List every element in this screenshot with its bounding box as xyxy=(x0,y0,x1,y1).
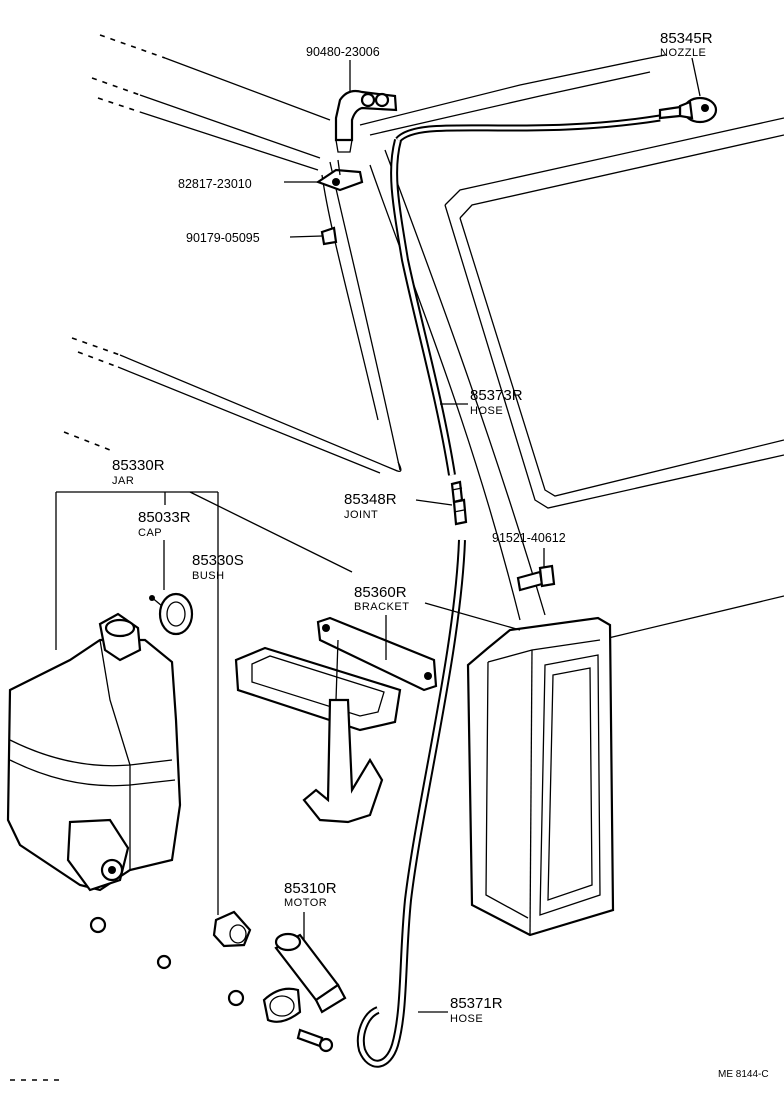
grommet-90480-23006 xyxy=(334,89,398,153)
callout-part-name: CAP xyxy=(138,527,162,539)
washer-jar-85330r xyxy=(6,612,182,892)
callout-part-no: 85310R xyxy=(284,880,337,897)
diagram-code: ME 8144-C xyxy=(718,1069,769,1080)
callout-part-name: MOTOR xyxy=(284,897,327,909)
small-fasteners xyxy=(89,916,334,1053)
callout-85310r: 85310R MOTOR xyxy=(284,880,337,909)
callout-part-no: 85373R xyxy=(470,387,523,404)
clip-90179-05095 xyxy=(320,226,338,246)
callout-91521-40612: 91521-40612 xyxy=(492,531,566,545)
callout-part-name: HOSE xyxy=(470,405,503,417)
callout-85371r: 85371R HOSE xyxy=(450,995,503,1025)
callout-85360r: 85360R BRACKET xyxy=(354,584,409,613)
callout-82817-23010: 82817-23010 xyxy=(178,177,252,191)
callout-85033r: 85033R CAP xyxy=(138,509,191,539)
vehicle-body-outline xyxy=(63,34,784,641)
callout-part-name: JAR xyxy=(112,475,134,487)
callout-part-no: 85330R xyxy=(112,457,165,474)
callout-90480-23006: 90480-23006 xyxy=(306,45,380,59)
callout-85330r: 85330R JAR xyxy=(112,457,165,487)
callout-part-name: NOZZLE xyxy=(660,47,706,59)
callout-part-no: 85360R xyxy=(354,584,407,601)
callout-part-no: 85033R xyxy=(138,509,191,526)
callout-part-no: 85330S xyxy=(192,552,244,569)
callout-85373r: 85373R HOSE xyxy=(470,387,523,417)
footer: ME 8144-C xyxy=(10,1069,769,1081)
callout-90179-05095: 90179-05095 xyxy=(186,231,260,245)
callout-85345r: 85345R NOZZLE xyxy=(660,30,713,59)
callout-part-no: 91521-40612 xyxy=(492,531,566,545)
bush-85330s xyxy=(212,910,252,948)
callout-85330s: 85330S BUSH xyxy=(192,552,244,582)
callout-part-name: HOSE xyxy=(450,1013,483,1025)
callout-part-name: BUSH xyxy=(192,570,225,582)
nozzle-85345r xyxy=(658,96,718,124)
leader-lines xyxy=(55,57,701,1013)
callout-part-no: 82817-23010 xyxy=(178,177,252,191)
motor-85310r xyxy=(262,932,347,1023)
callout-part-name: JOINT xyxy=(344,509,378,521)
screw-91521-40612 xyxy=(516,564,556,592)
hose-85373r xyxy=(390,114,661,476)
cap-85033r xyxy=(149,592,194,636)
callout-85348r: 85348R JOINT xyxy=(344,491,397,521)
joint-85348r xyxy=(450,480,468,526)
bracket-85360r xyxy=(234,616,438,824)
hose-85371r xyxy=(356,539,466,1068)
callout-part-no: 90179-05095 xyxy=(186,231,260,245)
clamp-82817-23010 xyxy=(315,159,364,192)
callout-part-no: 90480-23006 xyxy=(306,45,380,59)
callout-part-no: 85348R xyxy=(344,491,397,508)
callout-part-no: 85371R xyxy=(450,995,503,1012)
rear-lamp-housing xyxy=(466,616,615,937)
callout-part-no: 85345R xyxy=(660,30,713,47)
callout-part-name: BRACKET xyxy=(354,601,409,613)
